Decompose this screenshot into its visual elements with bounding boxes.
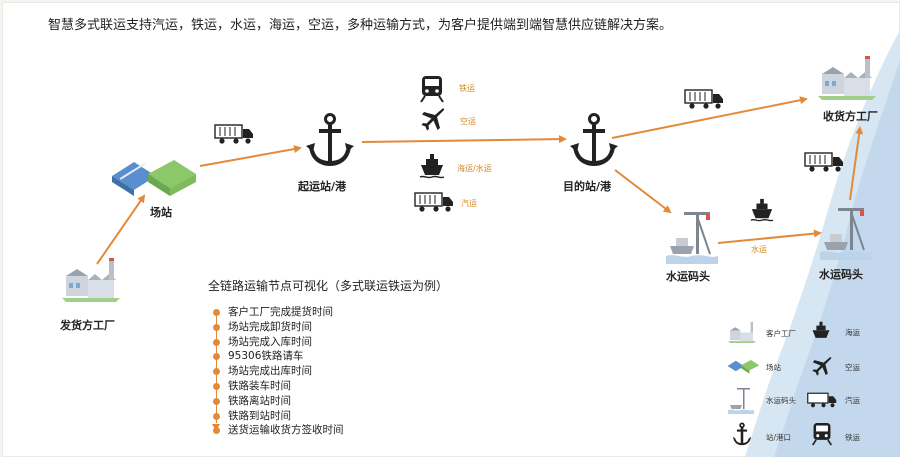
node-label-yard: 场站 bbox=[150, 206, 172, 219]
airplane-icon bbox=[421, 108, 445, 131]
mode-label-sea-water: 海运/水运 bbox=[457, 164, 492, 173]
timeline-dot bbox=[213, 397, 220, 405]
mode-label-rail: 铁运 bbox=[459, 84, 475, 93]
truck-icon bbox=[214, 124, 253, 144]
route-terminal-to-consignee bbox=[849, 126, 864, 201]
node-label-origin-station: 起运站/港 bbox=[298, 180, 347, 193]
legend-label-rail: 铁运 bbox=[845, 433, 860, 442]
timeline-item: 铁路到站时间 bbox=[210, 409, 410, 424]
timeline-item-text: 场站完成卸货时间 bbox=[228, 320, 312, 333]
truck-icon bbox=[684, 89, 723, 109]
timeline-item: 送货运输收货方签收时间 bbox=[210, 423, 410, 438]
route-destination-to-terminal bbox=[614, 169, 672, 214]
timeline-item-text: 客户工厂完成提货时间 bbox=[228, 306, 333, 318]
timeline-item-text: 95306铁路请车 bbox=[228, 350, 304, 363]
legend-label-sea: 海运 bbox=[845, 328, 860, 337]
anchor-icon bbox=[570, 113, 618, 166]
route-terminal-to-terminal bbox=[717, 229, 822, 244]
truck-icon bbox=[414, 192, 453, 212]
legend-label-terminal: 水运码头 bbox=[766, 396, 796, 405]
timeline-item: 客户工厂完成提货时间 bbox=[210, 305, 410, 320]
timeline-item: 场站完成卸货时间 bbox=[210, 320, 410, 335]
timeline-item-text: 铁路装车时间 bbox=[228, 379, 291, 392]
timeline-dot bbox=[213, 412, 220, 420]
legend-label-air: 空运 bbox=[845, 363, 860, 372]
timeline-item-text: 场站完成出库时间 bbox=[228, 365, 312, 378]
anchor-icon bbox=[306, 113, 354, 166]
yard-icon bbox=[112, 160, 196, 196]
timeline-item: 95306铁路请车 bbox=[210, 349, 410, 364]
timeline-item-text: 铁路离站时间 bbox=[228, 394, 291, 407]
timeline-item: 铁路离站时间 bbox=[210, 394, 410, 409]
node-label-consignee-factory: 收货方工厂 bbox=[823, 110, 878, 123]
legend-label-truck: 汽运 bbox=[845, 396, 860, 405]
legend-label-yard: 场站 bbox=[766, 363, 781, 372]
terminal-icon bbox=[820, 208, 872, 260]
truck-icon bbox=[804, 152, 843, 172]
legend-airplane-icon bbox=[812, 357, 832, 376]
timeline-list: 客户工厂完成提货时间 场站完成卸货时间 场站完成入库时间 95306铁路请车 场… bbox=[210, 305, 410, 438]
legend-train-icon bbox=[811, 423, 833, 446]
factory-icon bbox=[818, 56, 876, 100]
mode-label-water: 水运 bbox=[751, 245, 767, 254]
timeline-item: 场站完成入库时间 bbox=[210, 335, 410, 350]
legend-label-factory: 客户工厂 bbox=[766, 329, 796, 338]
train-icon bbox=[420, 76, 444, 103]
legend-truck-icon bbox=[807, 392, 837, 408]
timeline-dot bbox=[213, 323, 220, 331]
timeline-item-text: 场站完成入库时间 bbox=[228, 335, 312, 348]
legend-ship-icon bbox=[812, 321, 830, 338]
node-label-shipper-factory: 发货方工厂 bbox=[60, 319, 115, 332]
timeline-dot bbox=[213, 382, 220, 390]
timeline-dot bbox=[213, 353, 220, 361]
legend-terminal-icon bbox=[728, 388, 754, 414]
legend-yard-icon bbox=[727, 359, 760, 374]
timeline-item: 铁路装车时间 bbox=[210, 379, 410, 394]
timeline-dot bbox=[213, 427, 220, 435]
legend-label-port: 站/港口 bbox=[766, 433, 792, 442]
route-shipper-to-yard bbox=[96, 194, 146, 265]
timeline-item: 场站完成出库时间 bbox=[210, 364, 410, 379]
node-label-water-terminal-left: 水运码头 bbox=[666, 270, 710, 283]
mode-label-truck: 汽运 bbox=[461, 199, 477, 208]
legend-factory-icon bbox=[728, 321, 756, 344]
ship-icon bbox=[419, 154, 445, 179]
route-origin-to-destination bbox=[361, 135, 567, 144]
timeline-dot bbox=[213, 368, 220, 376]
mode-label-air: 空运 bbox=[460, 117, 476, 126]
node-label-water-terminal-right: 水运码头 bbox=[819, 268, 863, 281]
timeline-axis bbox=[216, 311, 217, 423]
timeline-title: 全链路运输节点可视化（多式联运铁运为例） bbox=[208, 279, 449, 293]
timeline-dot bbox=[213, 338, 220, 346]
legend-anchor-icon bbox=[733, 422, 751, 446]
timeline-item-text: 送货运输收货方签收时间 bbox=[228, 424, 344, 437]
ship-icon bbox=[750, 198, 774, 222]
node-label-dest-station: 目的站/港 bbox=[563, 180, 612, 193]
timeline-item-text: 铁路到站时间 bbox=[228, 409, 291, 422]
route-destination-to-consignee bbox=[611, 96, 808, 139]
page-title: 智慧多式联运支持汽运，铁运，水运，海运，空运，多种运输方式，为客户提供端到端智慧… bbox=[48, 18, 673, 33]
terminal-icon bbox=[666, 212, 718, 264]
factory-icon bbox=[62, 258, 120, 302]
route-yard-to-origin bbox=[199, 145, 302, 167]
timeline-dot bbox=[213, 309, 220, 316]
